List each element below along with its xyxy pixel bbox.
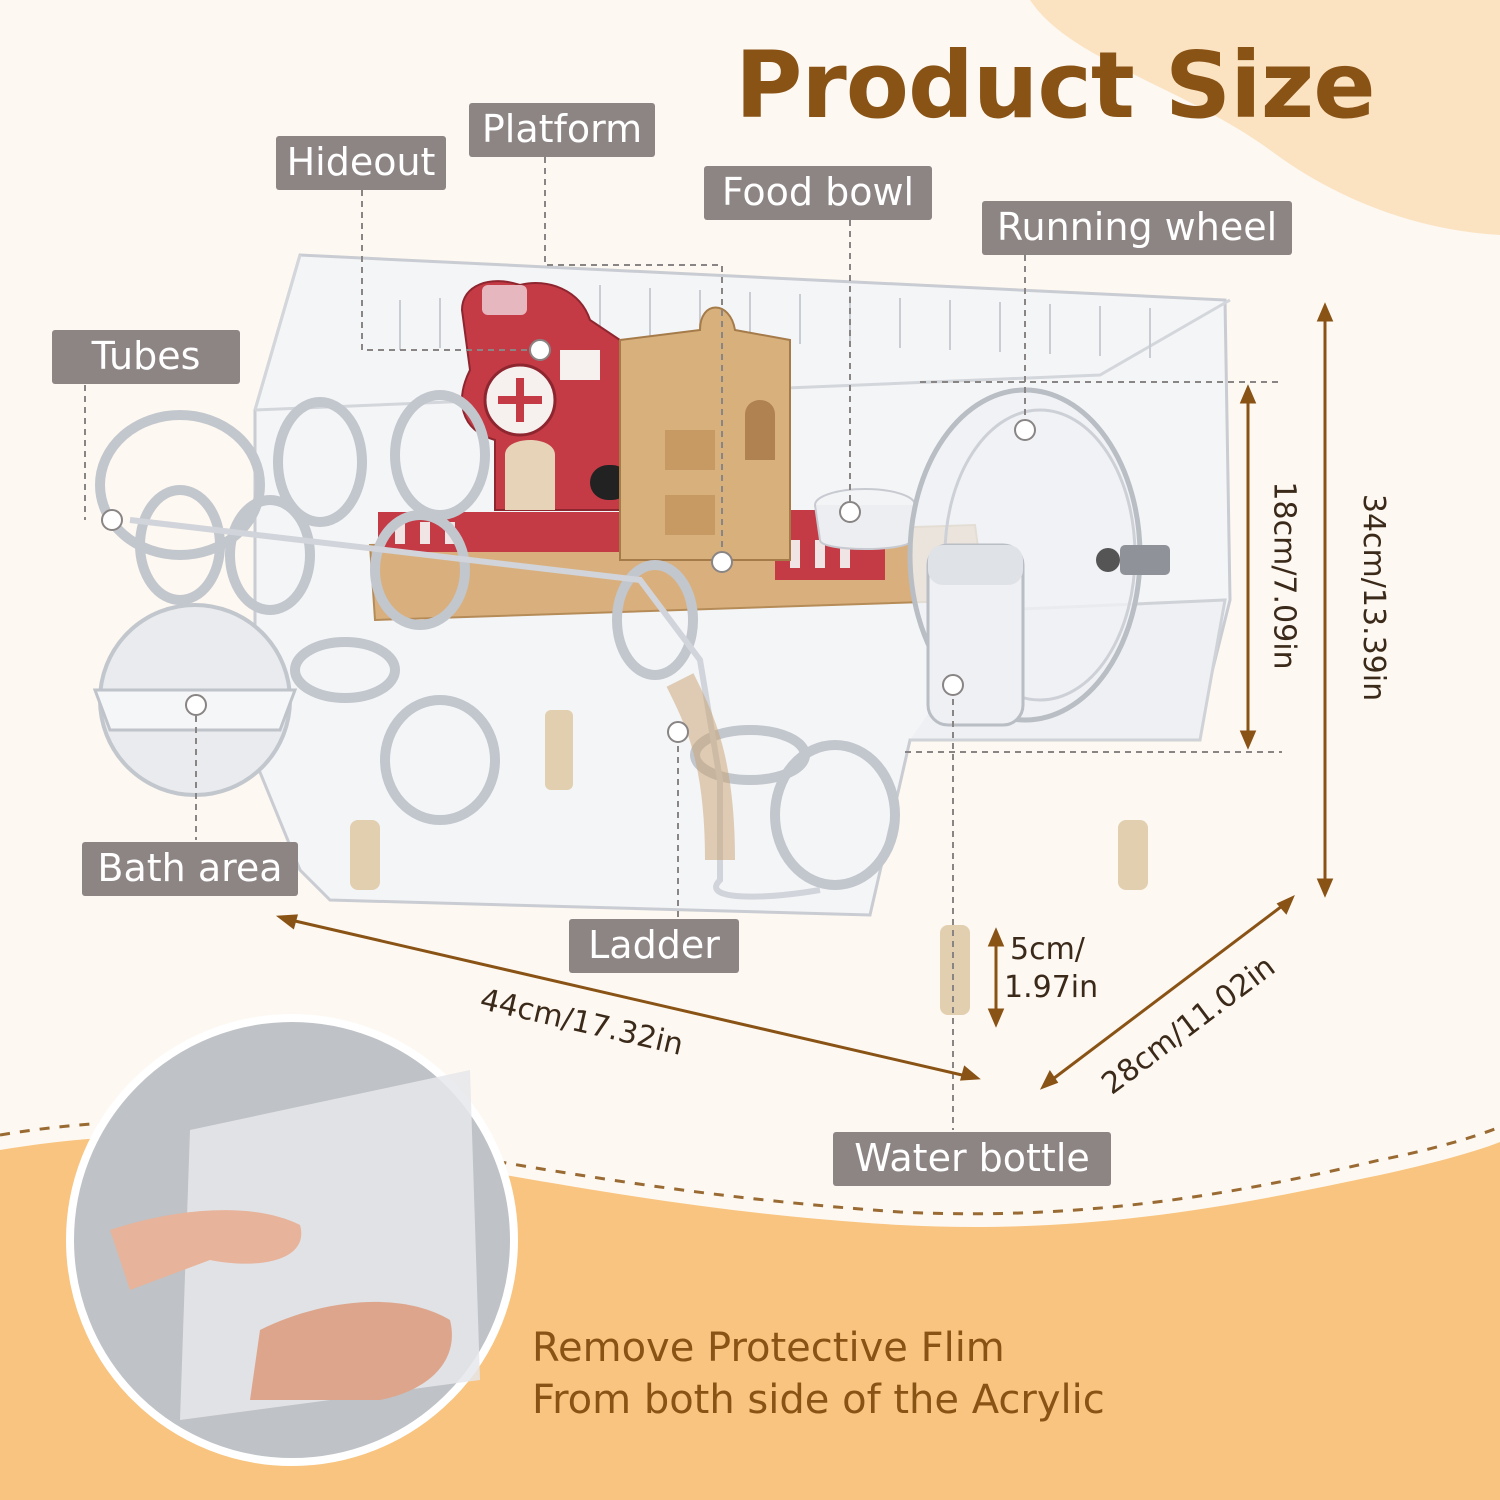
- dimension-lines: [275, 302, 1334, 1090]
- dimension-leg-height-2: 1.97in: [1004, 970, 1099, 1005]
- label-tubes: Tubes: [52, 330, 240, 384]
- label-ladder: Ladder: [569, 919, 739, 973]
- film-removal-note: Remove Protective Flim From both side of…: [532, 1322, 1105, 1426]
- label-running-wheel: Running wheel: [982, 201, 1292, 255]
- hamster-cage: [92, 253, 1232, 1015]
- label-hideout: Hideout: [276, 136, 446, 190]
- label-food-bowl: Food bowl: [704, 166, 932, 220]
- label-water-bottle: Water bottle: [833, 1132, 1111, 1186]
- note-line-1: Remove Protective Flim: [532, 1325, 1005, 1371]
- dimension-height: 34cm/13.39in: [1356, 493, 1392, 702]
- label-bath-area: Bath area: [82, 842, 298, 896]
- peach-corner-shape: [1030, 0, 1500, 235]
- dimension-leg-height-1: 5cm/: [1010, 932, 1085, 967]
- leader-lines: [84, 157, 1282, 1130]
- note-line-2: From both side of the Acrylic: [532, 1377, 1105, 1423]
- label-platform: Platform: [469, 103, 655, 157]
- dimension-upper-height: 18cm/7.09in: [1266, 481, 1302, 670]
- film-removal-photo: [66, 1014, 518, 1466]
- page-title: Product Size: [735, 32, 1376, 139]
